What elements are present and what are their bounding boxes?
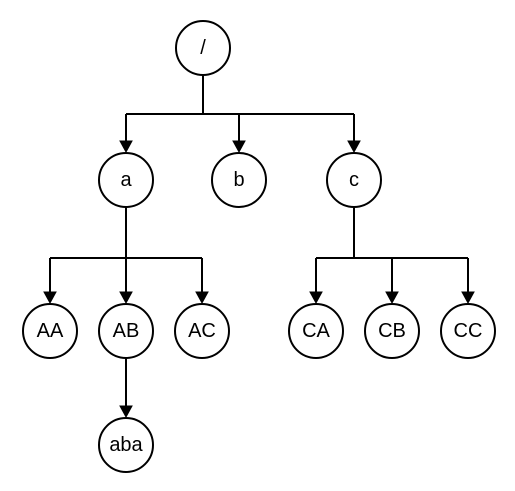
node-circle [98, 303, 154, 359]
node-label: AA [37, 320, 64, 342]
arrowhead-aba [119, 405, 133, 419]
arrowhead-CC [461, 291, 475, 305]
arrowhead-b [232, 140, 246, 154]
edges-layer [43, 75, 475, 419]
nodes-layer: / a b cAA AB AC CA CB CC aba [22, 20, 496, 473]
node-circle [440, 303, 496, 359]
node-b: b [211, 152, 267, 208]
node-label: CB [378, 320, 406, 342]
node-ac: AC [174, 303, 230, 359]
arrowhead-AA [43, 291, 57, 305]
node-label: / [200, 37, 206, 59]
node-circle [326, 152, 382, 208]
node-circle [211, 152, 267, 208]
node-label: c [349, 169, 359, 191]
node-cb: CB [364, 303, 420, 359]
node-aa: AA [22, 303, 78, 359]
arrowhead-AB [119, 291, 133, 305]
node-label: b [233, 169, 244, 191]
arrowhead-a [119, 140, 133, 154]
node-circle [98, 152, 154, 208]
node-a: a [98, 152, 154, 208]
node-root: / [175, 20, 231, 76]
node-label: AB [113, 320, 140, 342]
arrowhead-AC [195, 291, 209, 305]
node-label: CA [302, 320, 330, 342]
arrowhead-CB [385, 291, 399, 305]
node-circle [288, 303, 344, 359]
node-label: CC [454, 320, 483, 342]
node-label: a [120, 169, 132, 191]
node-circle [364, 303, 420, 359]
node-c: c [326, 152, 382, 208]
arrowhead-c [347, 140, 361, 154]
node-ab: AB [98, 303, 154, 359]
node-circle [98, 417, 154, 473]
node-circle [174, 303, 230, 359]
arrowhead-CA [309, 291, 323, 305]
node-cc: CC [440, 303, 496, 359]
node-label: aba [109, 434, 143, 456]
node-aba: aba [98, 417, 154, 473]
node-label: AC [188, 320, 216, 342]
node-circle [22, 303, 78, 359]
node-circle [175, 20, 231, 76]
node-ca: CA [288, 303, 344, 359]
